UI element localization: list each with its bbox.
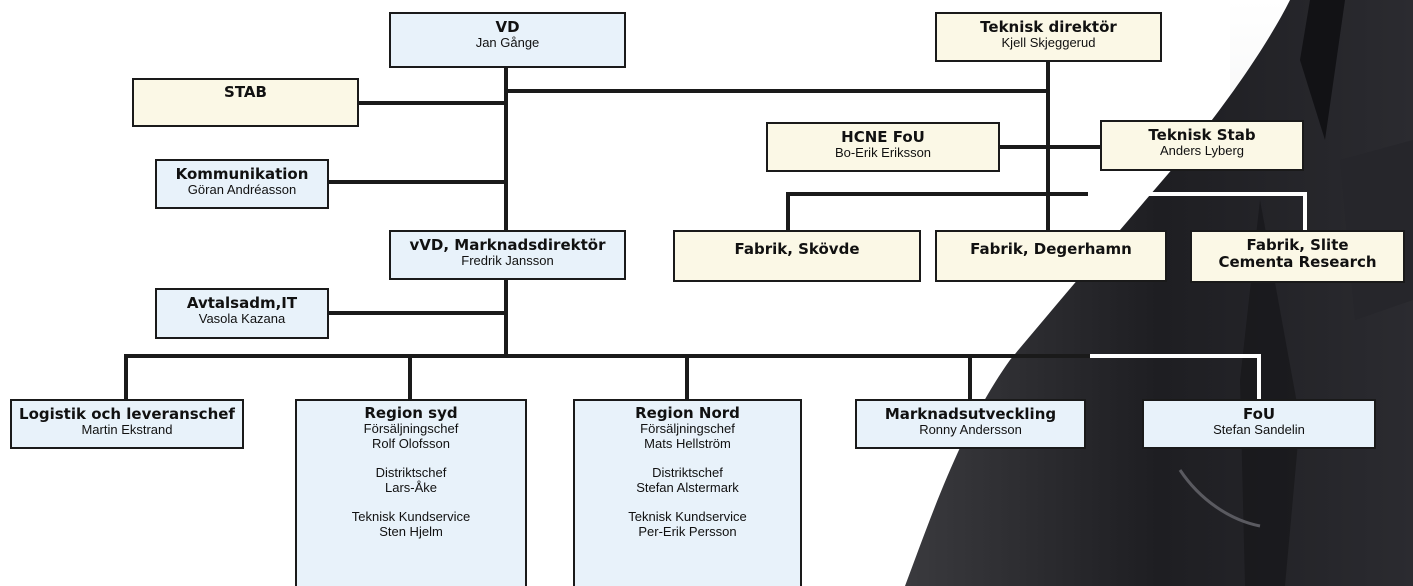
node-person: Göran Andréasson (187, 182, 297, 198)
node-person: Vasola Kazana (198, 311, 286, 327)
node-title: Logistik och leveranschef (19, 405, 235, 423)
node-person: Jan Gånge (475, 35, 540, 51)
node-role: Försäljningschef (363, 421, 459, 437)
node-title: Fabrik, Skövde (734, 240, 860, 258)
node-title: Avtalsadm,IT (186, 294, 298, 312)
node-hcne-fou: HCNE FoU Bo-Erik Eriksson (766, 122, 1000, 172)
node-person: Stefan Alstermark (636, 480, 739, 496)
node-person: Stefan Sandelin (1213, 422, 1305, 438)
node-person: Mats Hellström (644, 436, 731, 452)
node-person: Fredrik Jansson (461, 253, 554, 269)
node-person: Sten Hjelm (379, 523, 443, 539)
node-role: Teknisk Kundservice (351, 509, 471, 524)
node-fou: FoU Stefan Sandelin (1142, 399, 1376, 449)
node-fabrik-slite: Fabrik, Slite Cementa Research (1190, 230, 1405, 283)
node-title: Fabrik, Slite (1246, 236, 1349, 254)
node-title: STAB (224, 83, 267, 101)
node-title: VD (495, 18, 520, 36)
node-role: Distriktschef (375, 465, 447, 481)
node-marknadsutveckling: Marknadsutveckling Ronny Andersson (855, 399, 1086, 449)
node-vvd: vVD, Marknadsdirektör Fredrik Jansson (389, 230, 626, 280)
node-kommunikation: Kommunikation Göran Andréasson (155, 159, 329, 209)
node-teknisk-stab: Teknisk Stab Anders Lyberg (1100, 120, 1304, 171)
node-title: vVD, Marknadsdirektör (409, 236, 606, 254)
node-role: Distriktschef (652, 465, 723, 481)
node-logistik: Logistik och leveranschef Martin Ekstran… (10, 399, 244, 449)
node-title: Region syd (364, 404, 458, 422)
node-role: Teknisk Kundservice (628, 509, 747, 524)
node-fabrik-degerhamn: Fabrik, Degerhamn (935, 230, 1167, 282)
node-title: FoU (1242, 405, 1276, 423)
node-person: Martin Ekstrand (81, 422, 173, 438)
node-person: Bo-Erik Eriksson (834, 145, 932, 161)
node-role: Försäljningschef (640, 421, 735, 437)
node-title: Marknadsutveckling (884, 405, 1057, 423)
node-title: Fabrik, Degerhamn (970, 240, 1132, 258)
node-vd: VD Jan Gånge (389, 12, 626, 68)
node-title: Teknisk direktör (980, 18, 1117, 36)
node-title: Teknisk Stab (1148, 126, 1256, 144)
node-avtalsadm-it: Avtalsadm,IT Vasola Kazana (155, 288, 329, 339)
node-person: Anders Lyberg (1159, 143, 1245, 159)
node-fabrik-skovde: Fabrik, Skövde (673, 230, 921, 282)
node-title: Region Nord (635, 404, 740, 422)
node-title: Kommunikation (175, 165, 309, 183)
node-title: HCNE FoU (841, 128, 925, 146)
node-person: Rolf Olofsson (371, 436, 451, 452)
node-region-syd: Region syd Försäljningschef Rolf Olofsso… (295, 399, 527, 586)
node-person: Per-Erik Persson (638, 523, 737, 539)
node-region-nord: Region Nord Försäljningschef Mats Hellst… (573, 399, 802, 586)
node-person: Lars-Åke (384, 480, 438, 496)
node-title-secondary: Cementa Research (1218, 253, 1377, 272)
node-person: Ronny Andersson (919, 422, 1022, 438)
node-person: Kjell Skjeggerud (1001, 35, 1096, 51)
node-teknisk-direktor: Teknisk direktör Kjell Skjeggerud (935, 12, 1162, 62)
node-stab: STAB (132, 78, 359, 127)
